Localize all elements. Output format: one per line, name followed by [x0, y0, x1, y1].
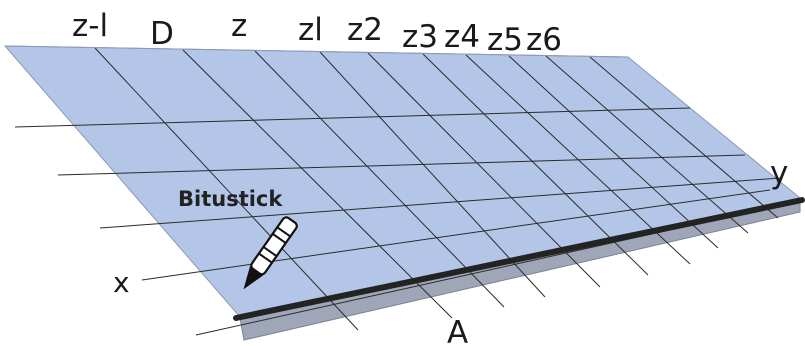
label-bitustick: Bitustick — [178, 187, 283, 211]
label-z4: z4 — [444, 19, 480, 55]
label-x-axis: x — [113, 266, 130, 299]
label-z6: z6 — [526, 22, 562, 58]
grid-column-line-3 — [254, 50, 505, 308]
label-z3: z3 — [402, 19, 438, 55]
grid-row-line-3 — [99, 177, 781, 229]
grid-row-line-4 — [141, 189, 771, 281]
label-z2: z2 — [347, 12, 383, 48]
label-y-axis: y — [770, 155, 788, 191]
grid-column-line-8 — [508, 55, 719, 249]
bitustick-crayon-icon — [243, 216, 298, 290]
grid-column-line-4 — [319, 51, 546, 298]
label-d: D — [150, 16, 174, 52]
grid-column-line-10 — [589, 56, 779, 219]
label-z1: zl — [298, 12, 323, 48]
grid-row-line-2 — [57, 154, 746, 176]
label-z-minus-1: z-l — [72, 8, 108, 44]
grid-column-line-9 — [545, 55, 749, 234]
label-a: A — [447, 315, 468, 346]
edge-line — [233, 197, 805, 321]
label-z5: z5 — [487, 22, 523, 58]
label-z: z — [231, 8, 247, 44]
sheet-top-edge — [4, 45, 629, 58]
grid-column-line-2 — [182, 49, 453, 319]
grid-column-line-1 — [94, 47, 359, 331]
grid-row-line-1 — [14, 107, 691, 128]
